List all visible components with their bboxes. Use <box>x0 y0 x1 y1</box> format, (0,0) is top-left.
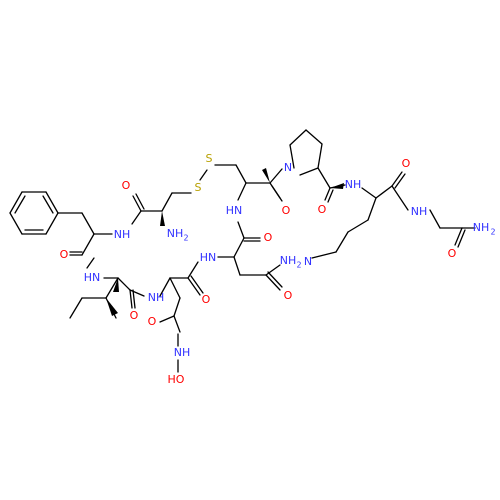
amine-label: NH <box>280 254 297 267</box>
amide-nh-label: NH <box>345 178 362 191</box>
lysine-nitrogen-label: N <box>304 255 312 268</box>
amide-nh-label: NH <box>411 205 428 218</box>
oxygen-atom-label: O <box>402 157 411 170</box>
oxygen-atom-label: O <box>60 248 69 261</box>
amide-nh-label: NH <box>148 291 165 304</box>
oxygen-atom-label: O <box>202 293 211 306</box>
atom-labels: O NH 2 S S HN O N O NH O NH NH 2 O NH O … <box>60 152 496 386</box>
amine-label: NH <box>167 227 184 240</box>
sulfur-atom-label: S <box>195 181 202 194</box>
amide-nh-label: HN <box>226 204 243 217</box>
oxygen-atom-label: O <box>130 309 139 322</box>
amine-subscript: 2 <box>296 261 301 270</box>
sulfur-atom-label: S <box>206 152 213 165</box>
hydroxamic-nh-label: NH <box>174 346 191 359</box>
amine-subscript: 2 <box>183 234 188 243</box>
amide-nh-label: HN <box>200 251 217 264</box>
oxygen-atom-label: O <box>122 179 131 192</box>
oxygen-atom-label: O <box>264 231 273 244</box>
oxygen-atom-label: O <box>282 204 291 217</box>
oxygen-atom-label: O <box>448 247 457 260</box>
oxygen-atom-label: O <box>284 289 293 302</box>
oxygen-atom-label: O <box>318 203 327 216</box>
amide-nh-label: NH <box>114 228 131 241</box>
oxygen-atom-label: O <box>148 315 157 328</box>
amine-subscript: 2 <box>490 228 495 237</box>
hydroxyl-label: HO <box>168 373 185 386</box>
amine-label: NH <box>473 221 490 234</box>
proline-nitrogen-label: N <box>284 161 292 174</box>
stereo-bonds <box>106 168 344 316</box>
amide-nh-label: HN <box>84 271 101 284</box>
